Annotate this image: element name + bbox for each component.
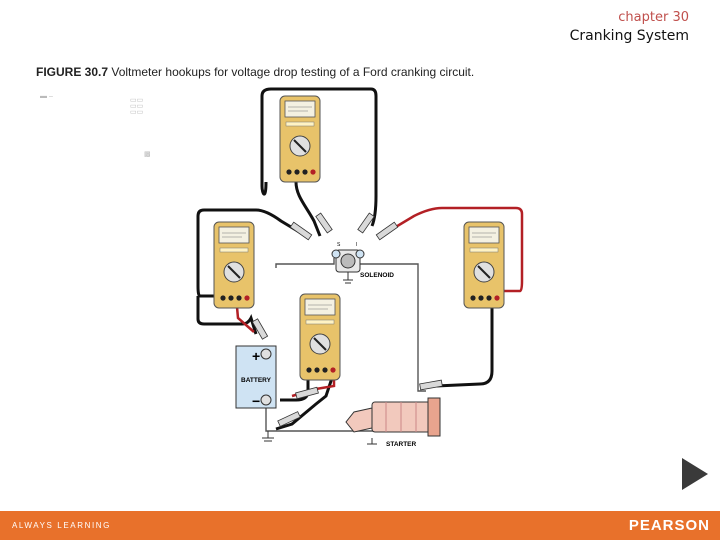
chapter-number: chapter 30 [618, 10, 689, 25]
scan-artifact: ▭▭▭▭▭▭ [130, 97, 144, 116]
figure-caption: FIGURE 30.7 Voltmeter hookups for voltag… [36, 65, 474, 79]
scan-artifact: ▬ ‒ [40, 93, 53, 100]
black-test-leads [196, 87, 494, 431]
battery-label: BATTERY [241, 377, 272, 384]
chapter-heading: chapter 30 Cranking System [570, 8, 689, 46]
starter-motor [345, 397, 441, 445]
battery-plus-sign: + [252, 348, 260, 364]
circuit-diagram: S I SOLENOID + − BATTERY STARTER [196, 87, 524, 448]
pearson-logo: PEARSON [628, 517, 710, 534]
footer-bar: ALWAYS LEARNING PEARSON [0, 511, 720, 540]
chapter-title: Cranking System [569, 28, 689, 44]
starter-label: STARTER [386, 441, 417, 448]
scan-artifact: ▩ [144, 151, 151, 158]
test-probes [251, 212, 443, 427]
terminal-i-label: I [356, 242, 357, 248]
figure-caption-text: Voltmeter hookups for voltage drop testi… [108, 65, 475, 79]
battery-minus-sign: − [252, 393, 260, 409]
terminal-s-label: S [337, 242, 341, 248]
multimeter-2 [213, 221, 255, 309]
multimeter-4 [299, 293, 341, 381]
multimeters [213, 95, 505, 381]
solenoid: S I [331, 242, 365, 284]
next-slide-button[interactable] [682, 458, 708, 490]
battery: + − BATTERY [235, 345, 277, 409]
multimeter-1 [279, 95, 321, 183]
footer-tagline: ALWAYS LEARNING [12, 521, 111, 530]
figure-label: FIGURE 30.7 [36, 65, 109, 79]
solenoid-label: SOLENOID [360, 272, 394, 279]
multimeter-3 [463, 221, 505, 309]
battery-ground-icon [262, 431, 274, 442]
